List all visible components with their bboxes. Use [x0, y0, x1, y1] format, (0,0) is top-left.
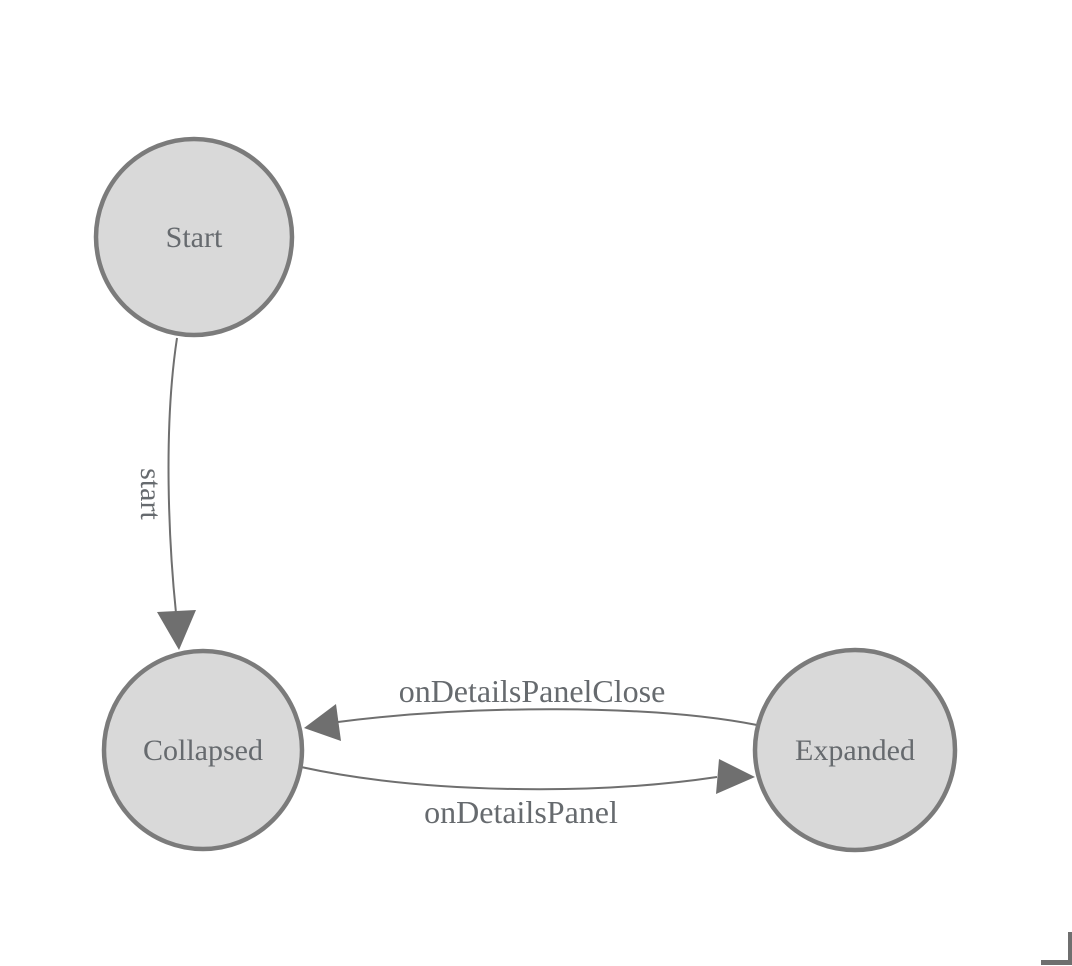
- canvas-corner-mark-vertical: [1068, 932, 1072, 965]
- state-node-label-collapsed: Collapsed: [143, 734, 263, 767]
- edge-line: [167, 337, 178, 614]
- edge-label-on-details-panel-close: onDetailsPanelClose: [399, 673, 666, 709]
- state-node-circle[interactable]: [93, 136, 295, 338]
- state-node-expanded[interactable]: Expanded: [752, 647, 958, 853]
- canvas-corner-mark-horizontal: [1041, 960, 1072, 965]
- edge-expanded-to-collapsed: onDetailsPanelClose: [304, 673, 758, 741]
- state-node-label-expanded: Expanded: [795, 734, 915, 767]
- edge-arrowhead: [157, 610, 196, 650]
- state-node-collapsed[interactable]: Collapsed: [101, 648, 305, 852]
- edge-arrowhead: [304, 704, 341, 741]
- edge-start-to-collapsed: start: [134, 337, 196, 650]
- edge-label-on-details-panel: onDetailsPanel: [424, 794, 618, 830]
- edge-line: [337, 708, 758, 726]
- canvas-corner-mark: [1041, 932, 1072, 965]
- edge-collapsed-to-expanded: onDetailsPanel: [300, 759, 755, 830]
- state-node-start[interactable]: Start: [93, 136, 295, 338]
- edge-arrowhead: [716, 759, 755, 794]
- edge-line: [300, 766, 718, 791]
- state-node-circle[interactable]: [752, 647, 958, 853]
- edge-label-start: start: [134, 468, 167, 520]
- state-node-circle[interactable]: [101, 648, 305, 852]
- state-node-label-start: Start: [166, 221, 223, 254]
